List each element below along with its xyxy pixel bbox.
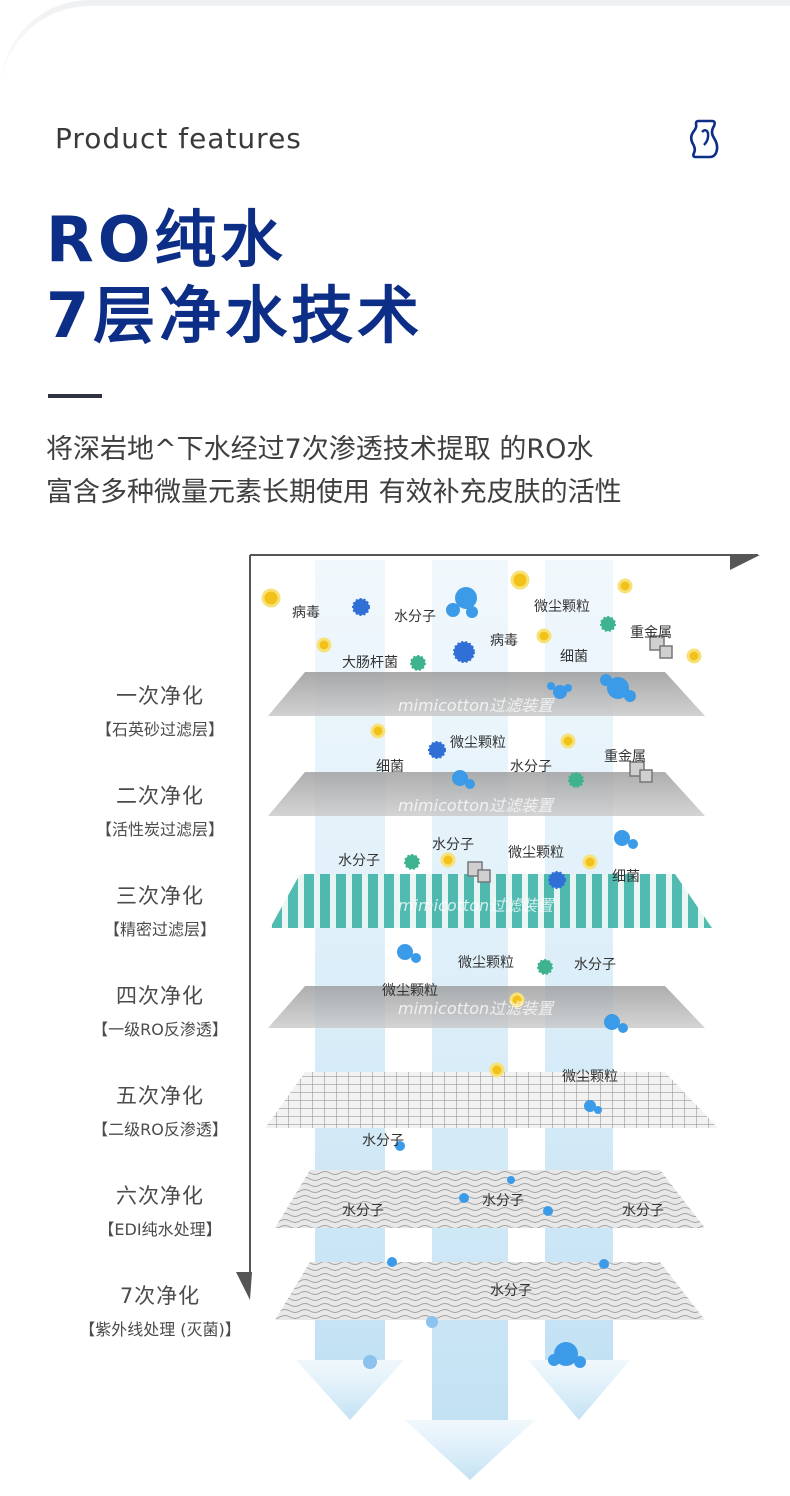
tag-water: 水分子 [342, 1203, 384, 1219]
stage-3-subtitle: 【精密过滤层】 [103, 920, 216, 939]
filtration-illustration [236, 554, 760, 1480]
stage-6: 六次净化 【EDI纯水处理】 [45, 1180, 275, 1240]
tag-water: 水分子 [510, 759, 552, 775]
description-line-2: 富含多种微量元素长期使用 有效补充皮肤的活性 [46, 477, 622, 508]
stage-4-title: 四次净化 [116, 984, 204, 1008]
stage-2-subtitle: 【活性炭过滤层】 [95, 820, 224, 839]
frame-left-arrowhead [236, 1272, 252, 1300]
tag-water: 水分子 [432, 837, 474, 853]
tag-dust: 微尘颗粒 [382, 983, 438, 999]
title-line-1: RO纯水 [46, 203, 287, 276]
plate-1-label: mimicotton过滤装置 [398, 696, 554, 715]
filtration-diagram: mimicotton过滤装置 mimicotton过滤装置 mimicotton… [0, 540, 790, 1496]
filter-plate-7 [275, 1262, 705, 1320]
tag-water: 水分子 [482, 1193, 524, 1209]
tag-dust: 微尘颗粒 [450, 735, 506, 751]
filter-plate-1 [268, 672, 705, 716]
tag-metal: 重金属 [604, 749, 646, 765]
virus-particles [352, 598, 566, 889]
tag-metal: 重金属 [630, 625, 672, 641]
stage-5-title: 五次净化 [116, 1084, 204, 1108]
tag-water: 水分子 [574, 957, 616, 973]
tag-dust: 微尘颗粒 [562, 1069, 618, 1085]
dust-particles [261, 570, 702, 1078]
stage-6-title: 六次净化 [116, 1184, 204, 1208]
bacteria-particles [404, 616, 616, 975]
plate-3-label: mimicotton过滤装置 [398, 896, 554, 915]
stage-2: 二次净化 【活性炭过滤层】 [45, 780, 275, 840]
filter-plate-5 [265, 1072, 718, 1128]
stage-1: 一次净化 【石英砂过滤层】 [45, 680, 275, 740]
stage-6-subtitle: 【EDI纯水处理】 [98, 1220, 222, 1239]
description-line-1: 将深岩地^下水经过7次渗透技术提取 的RO水 [46, 434, 594, 465]
tag-dust: 微尘颗粒 [534, 599, 590, 615]
title-line-2: 7层净水技术 [46, 279, 424, 352]
page-title: RO纯水 7层净水技术 [46, 202, 423, 354]
tag-dust: 微尘颗粒 [508, 845, 564, 861]
tag-bacteria: 细菌 [376, 759, 404, 775]
stage-4-subtitle: 【一级RO反渗透】 [92, 1020, 228, 1039]
tag-ecoli: 大肠杆菌 [342, 655, 398, 671]
stage-5: 五次净化 【二级RO反渗透】 [45, 1080, 275, 1140]
frame-top-arrowhead [730, 555, 760, 570]
stage-7: 7次净化 【紫外线处理 (灭菌)】 [45, 1280, 275, 1340]
heavy-metal-particles [467, 635, 673, 883]
plate-4-label: mimicotton过滤装置 [398, 999, 554, 1018]
stage-7-subtitle: 【紫外线处理 (灭菌)】 [79, 1320, 241, 1339]
filter-plate-6 [275, 1170, 705, 1228]
tag-virus: 病毒 [490, 633, 518, 649]
water-molecules [363, 587, 638, 1369]
tag-bacteria: 细菌 [560, 649, 588, 665]
stage-5-subtitle: 【二级RO反渗透】 [92, 1120, 228, 1139]
stage-7-title: 7次净化 [119, 1284, 201, 1308]
stage-4: 四次净化 【一级RO反渗透】 [45, 980, 275, 1040]
header-background-curve [0, 0, 790, 96]
stage-2-title: 二次净化 [116, 784, 204, 808]
description: 将深岩地^下水经过7次渗透技术提取 的RO水 富含多种微量元素长期使用 有效补充… [46, 428, 622, 514]
tag-bacteria: 细菌 [612, 869, 640, 885]
filter-plate-3 [270, 874, 712, 928]
tag-water: 水分子 [490, 1283, 532, 1299]
tag-water: 水分子 [362, 1133, 404, 1149]
stage-1-subtitle: 【石英砂过滤层】 [95, 720, 224, 739]
plate-2-label: mimicotton过滤装置 [398, 796, 554, 815]
tag-dust: 微尘颗粒 [458, 955, 514, 971]
filter-plate-2 [268, 772, 705, 816]
stage-3: 三次净化 【精密过滤层】 [45, 880, 275, 940]
tag-water: 水分子 [394, 609, 436, 625]
tag-water: 水分子 [622, 1203, 664, 1219]
filter-plate-4 [268, 986, 705, 1028]
stage-1-title: 一次净化 [116, 684, 204, 708]
tag-virus: 病毒 [292, 605, 320, 621]
page-subtitle: Product features [55, 122, 302, 155]
tag-water: 水分子 [338, 853, 380, 869]
stage-3-title: 三次净化 [116, 884, 204, 908]
title-divider [48, 394, 102, 398]
brand-logo-icon [689, 119, 719, 159]
